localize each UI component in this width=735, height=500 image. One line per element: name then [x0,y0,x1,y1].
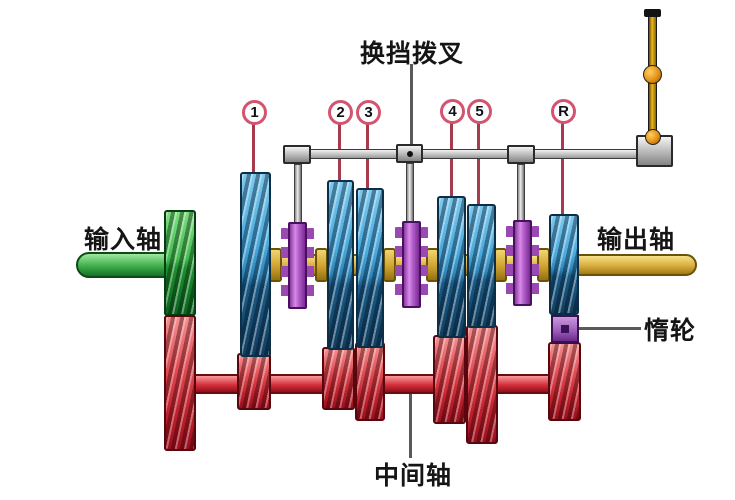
shift-lever-base-ball [645,129,661,145]
badge-stem-4 [450,123,453,197]
speed-gear-4 [437,196,466,338]
shift-lever-knob [644,9,661,17]
idler-pointer-line [579,327,641,330]
synchro-tabs [307,228,314,304]
speed-gear-R [549,214,579,315]
shift-fork-rod-2 [406,163,414,225]
speed-gear-1 [240,172,271,357]
synchronizer-5-R [513,220,532,306]
gear-badge-5: 5 [467,99,492,124]
shift-fork-label: 换挡拨叉 [360,40,465,68]
synchro-tabs [506,226,513,302]
shift-fork-pointer-line [410,64,413,149]
counter-gear-R [548,342,581,421]
speed-gear-2 [327,180,354,350]
badge-stem-1 [252,124,255,173]
gear-badge-2: 2 [328,100,353,125]
shift-fork-rod-1 [294,164,302,226]
speed-gear-3 [356,188,384,348]
counter-gear-2 [322,347,355,410]
gear-badge-4: 4 [440,99,465,124]
input-gear [164,210,196,316]
speed-gear-5 [467,204,496,328]
idler-label: 惰轮 [644,317,697,345]
gear-badge-R-label: R [558,103,569,120]
counter-gear-1 [237,353,271,410]
synchro-tabs [281,228,288,304]
gear-badge-R: R [551,99,576,124]
shift-lever-pivot-ball [643,65,662,84]
counter-gear-3 [355,342,385,421]
shift-lever-housing [636,135,673,167]
gear-badge-5-label: 5 [475,103,484,120]
gear-badge-1-label: 1 [250,104,259,121]
fork-pivot-dot [406,150,413,157]
counter-drive-gear [164,315,196,451]
synchro-tabs [421,227,428,303]
badge-stem-R [561,123,564,215]
synchro-tabs [532,226,539,302]
counter-gear-4 [433,335,466,424]
shift-fork-block-2 [396,144,423,163]
synchro-tabs [395,227,402,303]
gear-badge-2-label: 2 [336,104,345,121]
synchronizer-1-2 [288,222,307,309]
synchronizer-3-4 [402,221,421,308]
shift-rail [285,149,642,159]
idler-hub [561,325,569,333]
input-shaft-label: 输入轴 [84,226,163,254]
shift-fork-rod-3 [517,164,525,224]
gear-badge-1: 1 [242,100,267,125]
shift-fork-block-1 [283,145,311,164]
idler-gear [551,315,579,343]
counter-shaft-pointer-line [409,394,412,458]
shift-fork-block-3 [507,145,535,164]
counter-shaft-label: 中间轴 [374,462,453,490]
gear-badge-3-label: 3 [364,104,373,121]
gear-badge-4-label: 4 [448,103,457,120]
counter-gear-5 [466,325,498,444]
input-shaft [76,252,172,278]
output-shaft-label: 输出轴 [597,226,676,254]
gear-badge-3: 3 [356,100,381,125]
badge-stem-5 [477,123,480,205]
